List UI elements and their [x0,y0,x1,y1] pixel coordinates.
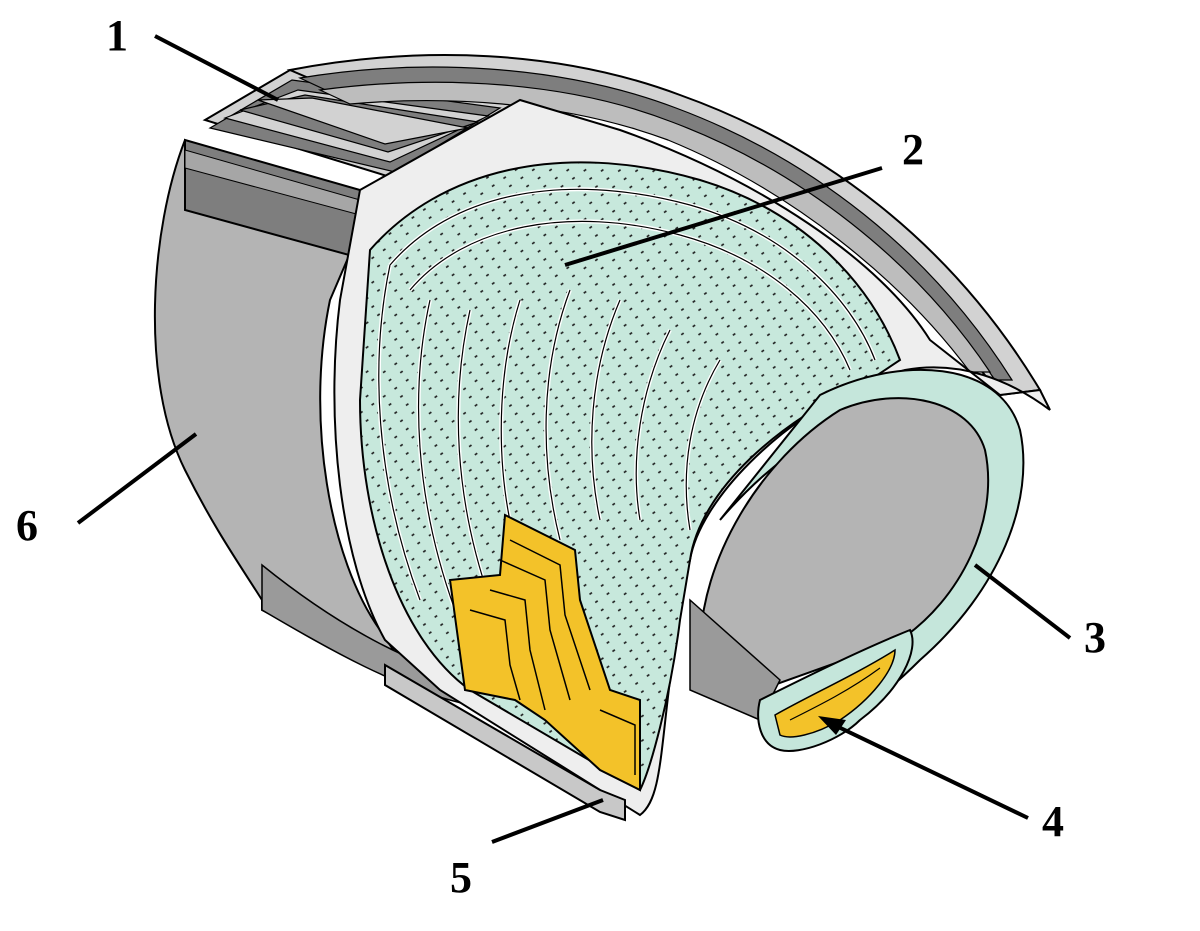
rim-flange [384,663,626,822]
callout-label-5: 5 [450,853,472,902]
leader-4 [827,720,1029,820]
callout-label-2: 2 [902,125,924,174]
leader-2 [564,166,883,267]
callout-label-3: 3 [1084,613,1106,662]
leader-1 [154,34,279,102]
callout-label-4: 4 [1042,797,1064,846]
arrowhead-4 [818,716,846,735]
callout-label-6: 6 [16,501,38,550]
tread-blocks [184,54,1042,397]
leader-5 [491,798,604,844]
callout-label-1: 1 [106,11,128,60]
leader-lines [76,34,1072,844]
bead-bundle [448,513,641,792]
inner-cavity [698,397,990,692]
leader-3 [973,563,1072,640]
leader-6 [76,432,198,525]
bead-toe-core [774,648,896,738]
